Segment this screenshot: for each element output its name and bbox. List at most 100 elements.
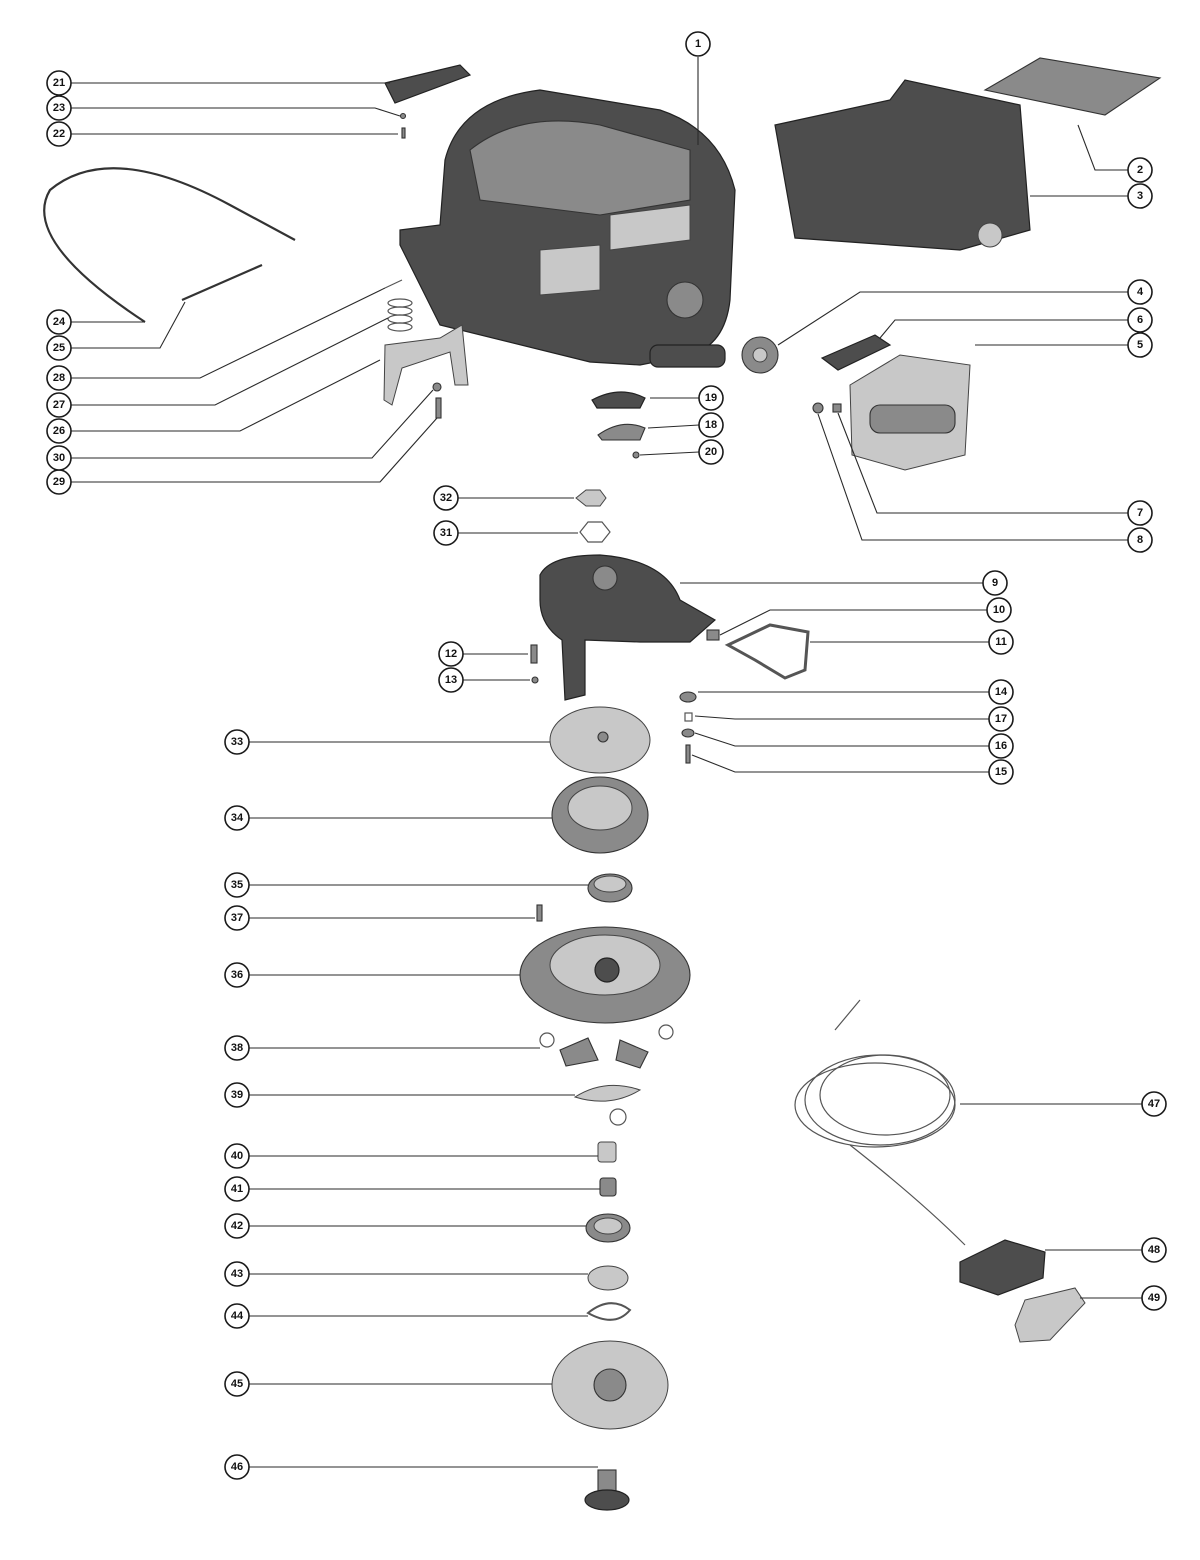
callout-39-label: 39	[231, 1089, 243, 1101]
callout-45: 45	[224, 1371, 250, 1397]
callout-group: 1 2 3 4 5 6 7 8 9 10 11 12 13 14 15 16 1…	[46, 31, 1167, 1480]
callout-8-label: 8	[1137, 534, 1143, 546]
callout-19-label: 19	[705, 392, 717, 404]
part-top-cowl	[399, 89, 736, 368]
callout-11: 11	[988, 629, 1014, 655]
part-nut-32	[575, 489, 607, 507]
callout-38: 38	[224, 1035, 250, 1061]
part-latch-handle	[869, 404, 956, 434]
callout-4: 4	[1127, 279, 1153, 305]
part-grommet-hole	[752, 347, 768, 363]
callout-10-label: 10	[993, 604, 1005, 616]
callout-40: 40	[224, 1143, 250, 1169]
part-clip-7	[832, 403, 842, 413]
part-nut-30	[432, 382, 442, 392]
part-screw-20	[632, 451, 640, 459]
callout-23: 23	[46, 95, 72, 121]
callout-29-label: 29	[53, 476, 65, 488]
callout-30: 30	[46, 445, 72, 471]
callout-38-label: 38	[231, 1042, 243, 1054]
callout-24-label: 24	[53, 316, 66, 328]
callout-42-label: 42	[231, 1220, 243, 1232]
part-washer-23	[399, 112, 407, 120]
callout-3: 3	[1127, 183, 1153, 209]
callout-45-label: 45	[231, 1378, 243, 1390]
leader-16	[694, 732, 989, 747]
callout-15-label: 15	[995, 766, 1007, 778]
callout-32-label: 32	[440, 492, 452, 504]
callout-4-label: 4	[1137, 286, 1144, 298]
callout-41-label: 41	[231, 1183, 243, 1195]
part-handle-11	[724, 623, 810, 680]
callout-19: 19	[698, 385, 724, 411]
callout-42: 42	[224, 1213, 250, 1239]
callout-22-label: 22	[53, 128, 65, 140]
callout-7-label: 7	[1137, 507, 1143, 519]
leader-15	[691, 754, 989, 773]
part-ring-38a	[539, 1032, 555, 1048]
callout-36-label: 36	[231, 969, 243, 981]
part-screw-22	[401, 127, 406, 139]
callout-33-label: 33	[231, 736, 243, 748]
callout-25: 25	[46, 335, 72, 361]
callout-7: 7	[1127, 500, 1153, 526]
part-screw-12	[530, 644, 538, 664]
callout-6: 6	[1127, 307, 1153, 333]
callout-35: 35	[224, 872, 250, 898]
part-insert-49	[1014, 1287, 1086, 1343]
leader-2	[1077, 124, 1128, 171]
part-sound-liner	[774, 79, 1031, 251]
part-housing-boss	[592, 565, 618, 591]
callout-3-label: 3	[1137, 190, 1143, 202]
part-spring-pin-28	[384, 279, 403, 289]
part-clip-10	[706, 629, 720, 641]
callout-17-label: 17	[995, 713, 1007, 725]
callout-44: 44	[224, 1303, 250, 1329]
part-lockwasher-31	[579, 521, 611, 543]
callout-28: 28	[46, 365, 72, 391]
part-seal-24	[43, 167, 296, 323]
callout-44-label: 44	[231, 1310, 244, 1322]
part-washer-16	[681, 728, 695, 738]
callout-9: 9	[982, 570, 1008, 596]
callout-37: 37	[224, 905, 250, 931]
part-handle-48	[959, 1239, 1046, 1296]
leader-7	[837, 412, 1128, 514]
callout-40-label: 40	[231, 1150, 243, 1162]
part-ring-39	[609, 1108, 627, 1126]
leader-10	[719, 609, 987, 636]
callout-18: 18	[698, 412, 724, 438]
part-spring-27	[387, 298, 413, 332]
part-pad	[983, 57, 1162, 116]
leader-23	[71, 107, 401, 117]
callout-6-label: 6	[1137, 314, 1143, 326]
callout-34-label: 34	[231, 812, 244, 824]
callout-27-label: 27	[53, 399, 65, 411]
part-top-latch	[384, 64, 472, 104]
part-ring-44	[586, 1302, 632, 1321]
part-spring-41	[599, 1177, 617, 1197]
part-plate-39	[573, 1084, 642, 1102]
callout-15: 15	[988, 759, 1014, 785]
callout-47-label: 47	[1148, 1098, 1160, 1110]
callout-43: 43	[224, 1261, 250, 1287]
callout-11-label: 11	[995, 636, 1007, 648]
part-washer-43	[587, 1265, 629, 1291]
callout-14-label: 14	[995, 686, 1008, 698]
callout-31-label: 31	[440, 527, 452, 539]
callout-1-label: 1	[695, 38, 701, 50]
leader-8	[817, 413, 1128, 541]
callout-46: 46	[224, 1454, 250, 1480]
part-pad-18	[597, 423, 646, 441]
callout-18-label: 18	[705, 419, 717, 431]
part-screw-15	[685, 744, 691, 764]
part-seal-25	[181, 263, 263, 302]
callout-49: 49	[1141, 1285, 1167, 1311]
part-flange-46	[584, 1489, 630, 1511]
callout-22: 22	[46, 121, 72, 147]
leader-30	[71, 389, 434, 459]
part-pulley-36-hub	[594, 957, 620, 983]
part-seal-strip	[820, 334, 892, 371]
part-ring-38b	[658, 1024, 674, 1040]
callout-8: 8	[1127, 527, 1153, 553]
